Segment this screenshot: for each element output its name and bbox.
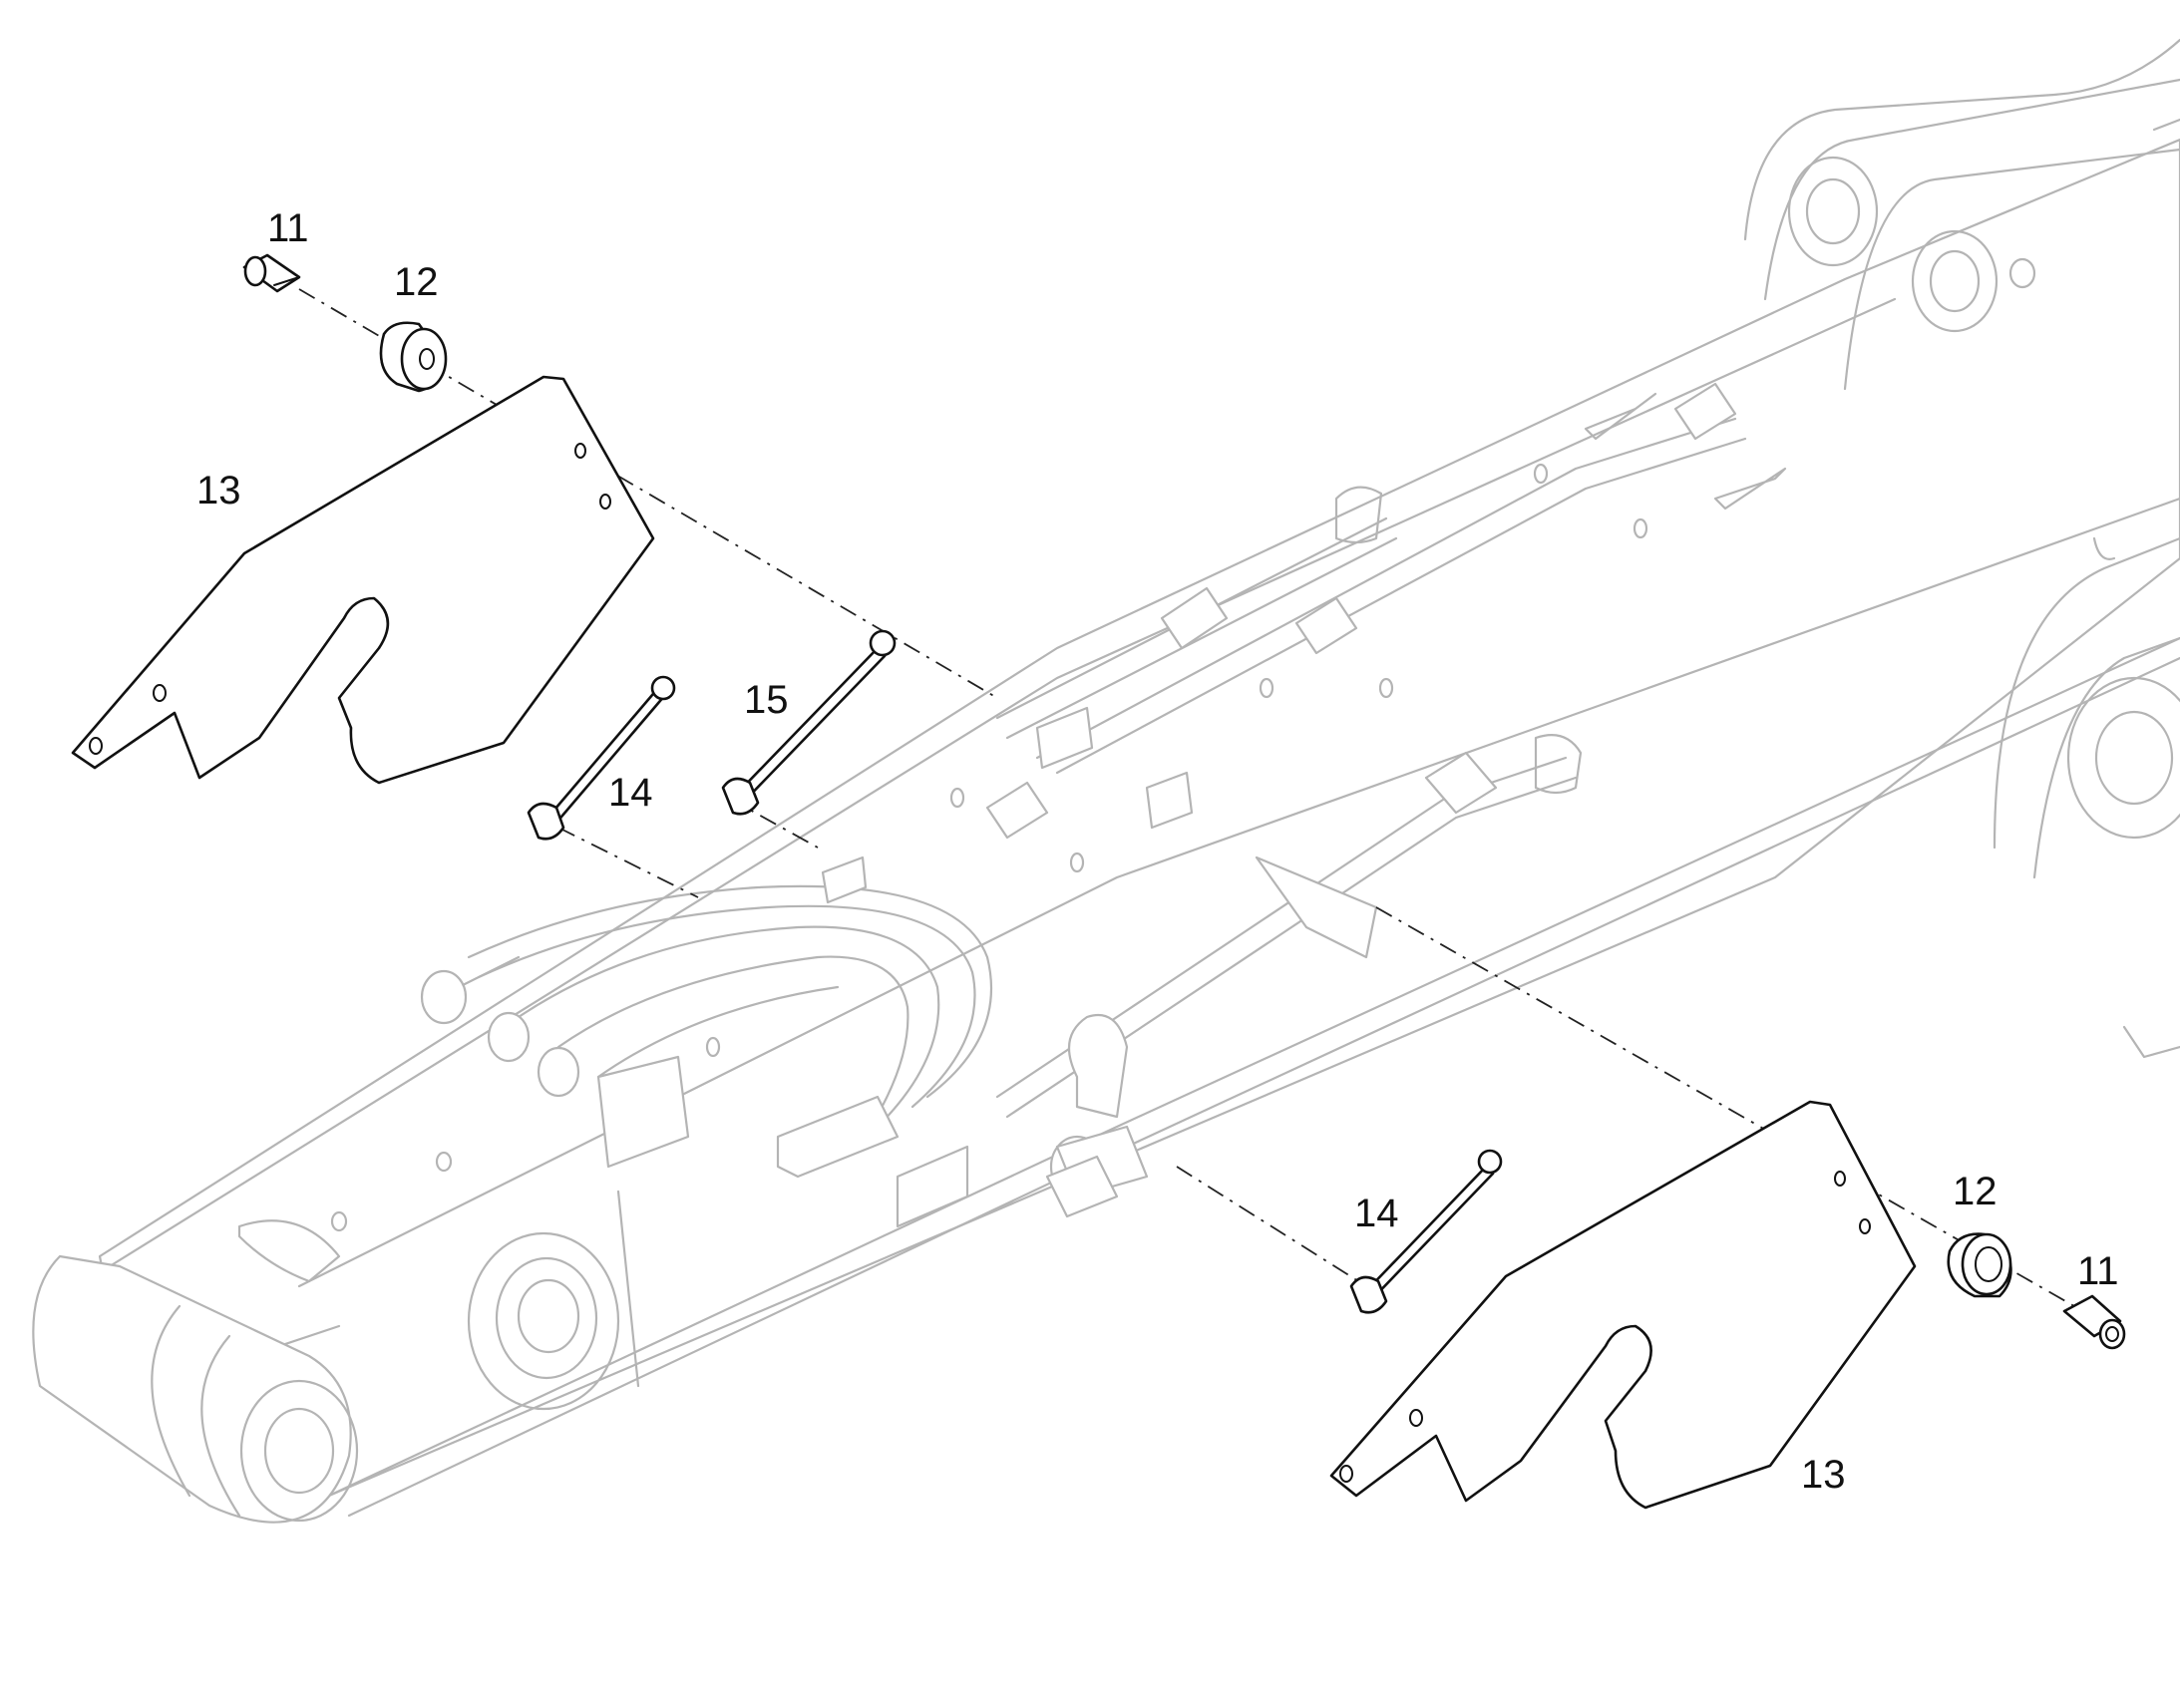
callout-11-upper: 11 (267, 206, 309, 250)
part-14-rod-upper (527, 675, 676, 841)
callout-14-lower: 14 (1354, 1192, 1399, 1235)
part-15-rod-upper (721, 629, 897, 816)
upper-linkage (1584, 38, 2180, 511)
part-11-bolt-lower (2062, 1294, 2126, 1350)
hydraulic-hoses (420, 884, 1149, 1228)
part-13-cover-plate-lower (1329, 1100, 1917, 1510)
callout-11-lower: 11 (2077, 1249, 2119, 1293)
part-12-spacer-upper (379, 321, 448, 393)
callout-12-upper: 12 (394, 260, 439, 304)
boom-pivot-right (1993, 536, 2180, 1059)
leader-upper-bolt-axis (298, 288, 998, 699)
part-13-cover-plate-upper (71, 375, 655, 785)
leader-upper-rod-14 (557, 827, 699, 898)
lower-parts-group (1329, 1100, 2126, 1510)
boom-pivot-left (32, 1254, 359, 1524)
hydraulic-rod-upper (985, 382, 1747, 840)
boom-arm-assembly (32, 38, 2180, 1524)
callout-14-upper: 14 (608, 771, 653, 815)
callout-13-upper: 13 (196, 469, 241, 512)
callout-labels: 11 12 13 15 14 14 12 11 13 (196, 206, 2119, 1497)
part-14-rod-lower (1349, 1149, 1503, 1314)
part-11-bolt-upper (242, 253, 301, 293)
upper-parts-group (71, 253, 897, 841)
callout-13-lower: 13 (1801, 1453, 1846, 1497)
boom-pivot-middle (467, 1231, 620, 1411)
leader-lower-rod-14 (1176, 1166, 1367, 1287)
callout-12-lower: 12 (1953, 1170, 1998, 1213)
part-12-spacer-lower (1947, 1232, 2012, 1298)
callout-15: 15 (744, 678, 789, 722)
deck-fasteners (237, 463, 1648, 1283)
hydraulic-rod-lower (995, 734, 1583, 1119)
